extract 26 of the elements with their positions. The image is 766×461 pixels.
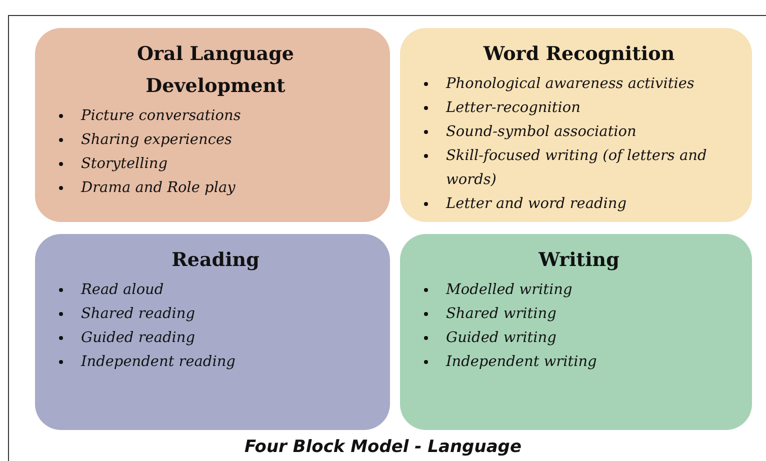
bullet-item: Shared writing xyxy=(446,305,556,324)
block-heading: Reading xyxy=(172,248,260,273)
bullet-item: Letter and word reading xyxy=(446,195,627,214)
bullet-item: Drama and Role play xyxy=(81,179,236,198)
bullet-item: Storytelling xyxy=(81,155,168,174)
bullet-item: Skill-focused writing (of letters and words) xyxy=(446,147,708,190)
block-card xyxy=(35,234,390,430)
bullet-item: Guided reading xyxy=(81,329,196,348)
bullet-item: Modelled writing xyxy=(446,281,572,300)
bullet-item: Independent writing xyxy=(446,353,597,372)
block-heading: Writing xyxy=(538,248,620,273)
bullet-item: Sharing experiences xyxy=(81,131,232,150)
block-heading: Word Recognition xyxy=(483,42,675,67)
bullet-item: Guided writing xyxy=(446,329,556,348)
bullet-item: Read aloud xyxy=(81,281,164,300)
bullet-item: Shared reading xyxy=(81,305,196,324)
bullet-item: Phonological awareness activities xyxy=(446,75,694,94)
block-card xyxy=(400,28,752,222)
bullet-item: Sound-symbol association xyxy=(446,123,636,142)
block-card xyxy=(35,28,390,222)
bullet-item: Letter-recognition xyxy=(446,99,580,118)
bullet-item: Picture conversations xyxy=(81,107,241,126)
block-heading: Oral Language Development xyxy=(136,42,295,99)
caption: Four Block Model - Language xyxy=(244,437,522,457)
block-card xyxy=(400,234,752,430)
bullet-item: Independent reading xyxy=(81,353,236,372)
